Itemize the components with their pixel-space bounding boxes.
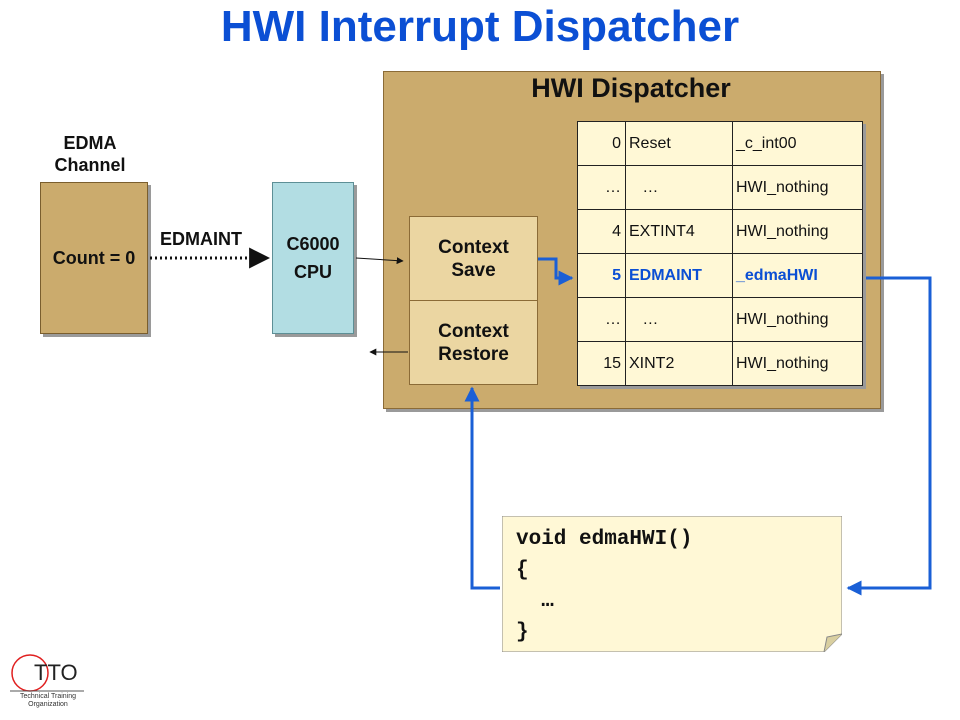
table-row: 4 EXTINT4 HWI_nothing — [577, 209, 863, 254]
tto-logo-text: TTO — [34, 660, 78, 685]
edma-channel-label: EDMA Channel — [40, 132, 140, 176]
context-restore-box: Context Restore — [409, 300, 538, 385]
isr-code-text: void edmaHWI() { … } — [516, 524, 692, 648]
edma-label-line-1: EDMA — [63, 133, 117, 153]
vector-number: 5 — [577, 253, 626, 298]
context-save-line-2: Save — [451, 260, 496, 281]
vector-name: XINT2 — [625, 341, 733, 386]
vector-isr: _c_int00 — [732, 121, 863, 166]
isr-code-note — [502, 516, 842, 652]
tto-logo-subtitle: Technical Training Organization — [8, 693, 88, 709]
code-line: { — [516, 559, 529, 582]
cpu-box: C6000 CPU — [272, 182, 354, 334]
code-line: void edmaHWI() — [516, 528, 693, 551]
vector-number: 0 — [577, 121, 626, 166]
table-row: … … HWI_nothing — [577, 297, 863, 342]
vector-to-isr-arrow — [846, 276, 932, 596]
vector-name: Reset — [625, 121, 733, 166]
cpu-line-2: CPU — [293, 262, 332, 282]
table-row: 15 XINT2 HWI_nothing — [577, 341, 863, 386]
tto-logo-mark — [10, 654, 84, 692]
hwi-dispatcher-title: HWI Dispatcher — [531, 73, 731, 103]
tto-subtitle-line-2: Organization — [28, 701, 68, 708]
context-restore-line-1: Context — [438, 320, 509, 342]
isr-to-context-restore-arrow — [464, 386, 500, 590]
vector-isr: _edmaHWI — [732, 253, 863, 298]
cpu-line-1: C6000 — [286, 234, 340, 254]
edmaint-signal-label: EDMAINT — [160, 229, 242, 249]
vector-isr: HWI_nothing — [732, 341, 863, 386]
code-line: … — [516, 590, 554, 613]
context-restore-line-2: Restore — [438, 343, 509, 365]
table-row-highlighted: 5 EDMAINT _edmaHWI — [577, 253, 863, 298]
code-line: } — [516, 621, 529, 644]
edma-count-text: Count = 0 — [52, 247, 136, 268]
save-to-vector-arrow — [538, 257, 574, 286]
vector-name: … — [625, 297, 733, 342]
vector-name: … — [625, 165, 733, 210]
interrupt-vector-table: 0 Reset _c_int00 … … HWI_nothing 4 EXTIN… — [577, 121, 863, 386]
table-row: 0 Reset _c_int00 — [577, 121, 863, 166]
vector-isr: HWI_nothing — [732, 297, 863, 342]
vector-isr: HWI_nothing — [732, 209, 863, 254]
tto-subtitle-line-1: Technical Training — [19, 693, 77, 700]
vector-name: EDMAINT — [625, 253, 733, 298]
context-save-line-1: Context — [438, 237, 509, 258]
tto-logo: TTO Technical Training Organization — [8, 652, 88, 718]
cpu-to-context-save-arrow — [355, 257, 404, 265]
edma-channel-box: Count = 0 — [40, 182, 148, 334]
context-save-box: Context Save — [409, 216, 538, 302]
page-title: HWI Interrupt Dispatcher — [220, 2, 740, 51]
edma-label-line-2: Channel — [54, 155, 126, 175]
